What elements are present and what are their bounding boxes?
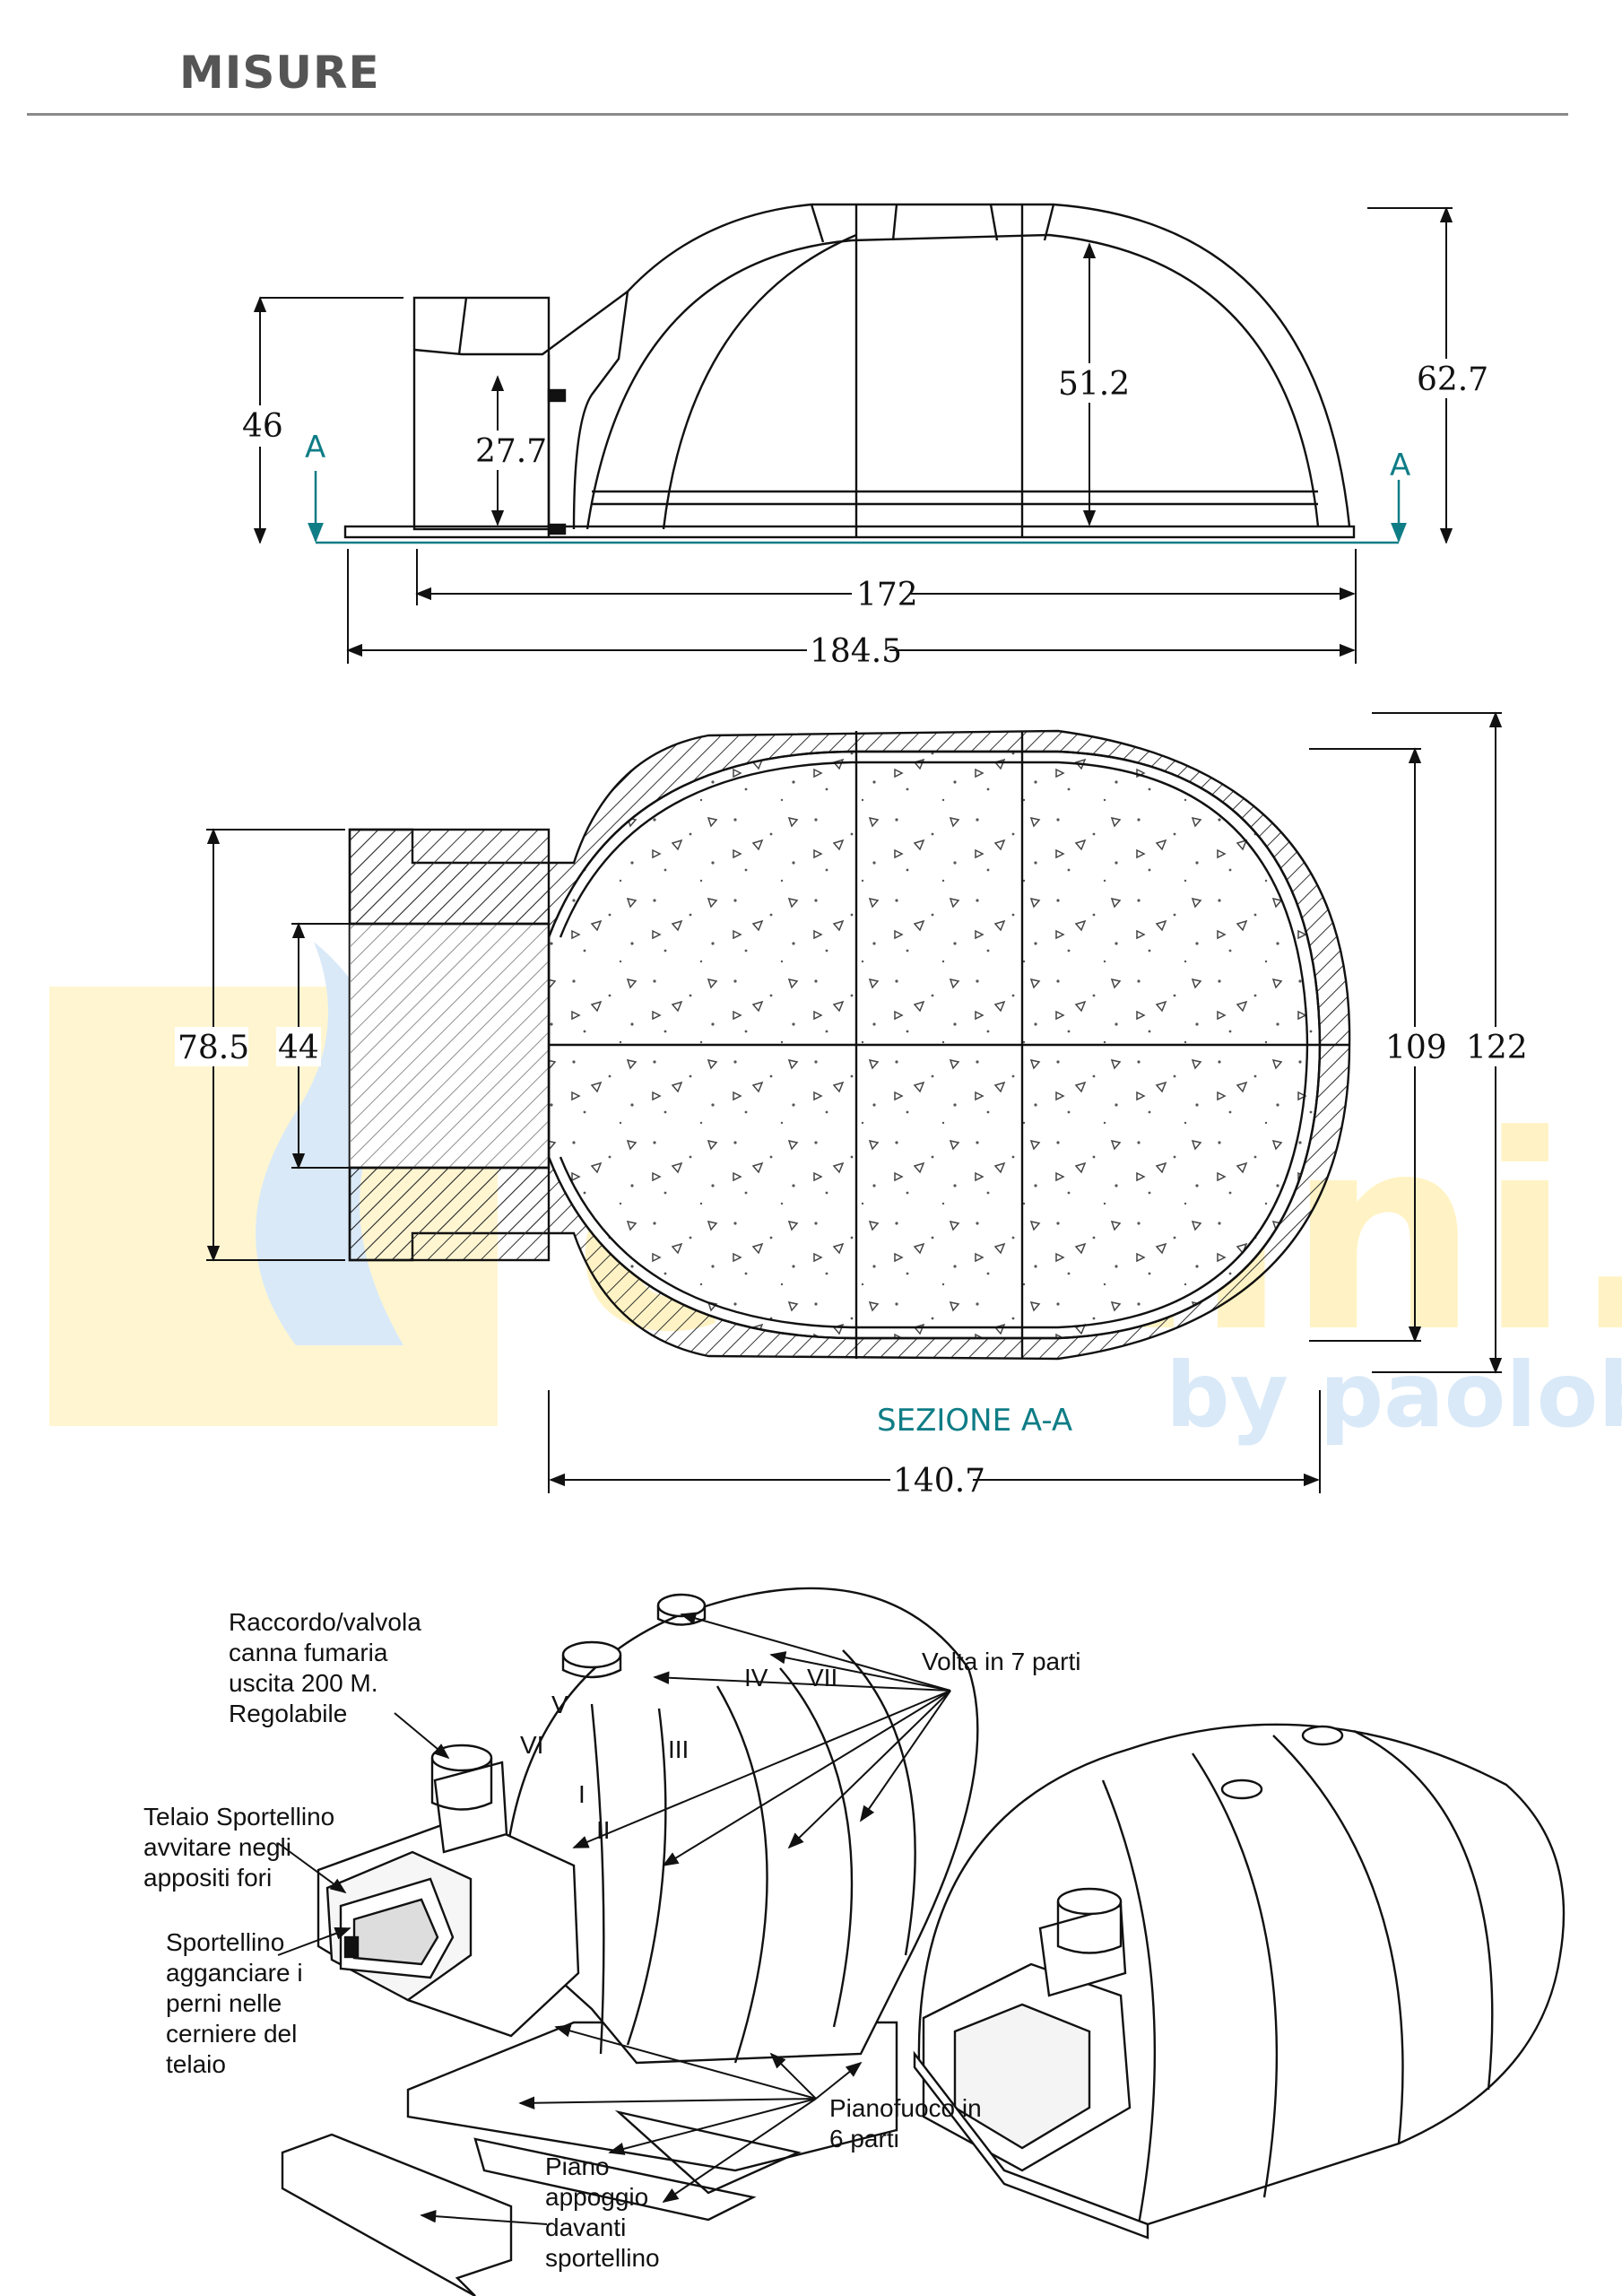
exploded-hearth-piece [473,2137,757,2222]
dim-front-height: 46 [242,408,283,445]
exploded-top-cap [656,1593,707,1618]
plan-labels: 78.5 44 109 122 SEZIONE A-A 140.7 [175,1027,1528,1500]
dim-total-height: 62.7 [1417,361,1488,398]
callout-leaders [277,1612,951,2225]
segment-mark: VII [807,1664,837,1692]
elevation-dome-inner [585,233,1320,530]
elevation-hood-edge [457,297,468,355]
callout-door-line: cerniere del [166,2020,297,2048]
callout-flue-line: Raccordo/valvola [229,1608,421,1636]
frame-callout: Telaio Sportellino avvitare negli apposi… [143,1803,334,1892]
callout-door-line: perni nelle [166,1989,282,2017]
segment-mark: VI [520,1731,543,1759]
dim-inner-height: 51.2 [1058,366,1130,403]
exploded-flue-collar [430,1744,493,1772]
callout-flue-line: Regolabile [229,1700,347,1727]
callout-frame-line: appositi fori [143,1864,272,1892]
dim-mouth-height: 27.7 [475,433,547,470]
vault-callout: Volta in 7 parti [922,1648,1080,1675]
elevation-base-slab [343,525,1356,539]
dim-mouth-width: 44 [278,1030,319,1066]
dim-total-length: 184.5 [810,633,902,670]
elevation-rib-1 [662,233,857,530]
callout-flue-line: canna fumaria [229,1639,388,1666]
page-title: MISURE [179,47,380,99]
section-mark-left: A [305,430,325,465]
assembled-flue-collar [1056,1887,1123,1916]
section-caption: SEZIONE A-A [877,1403,1072,1439]
exploded-front-plate [281,2133,513,2296]
elevation-mouth-hood [413,289,629,530]
dim-inner-width: 109 [1385,1030,1447,1066]
elevation-dome-outer [627,203,1351,527]
callout-door-line: telaio [166,2050,226,2078]
flue-callout: Raccordo/valvola canna fumaria uscita 20… [229,1608,421,1727]
dim-inner-length: 172 [856,577,918,613]
callout-door-line: agganciare i [166,1959,303,1987]
elevation-view [343,203,1356,539]
callout-frame-line: Telaio Sportellino [143,1803,334,1831]
segment-mark: III [668,1735,689,1763]
exploded-dome [500,1587,979,2065]
segment-mark: I [578,1780,585,1808]
exploded-vent-cap [561,1640,622,1669]
hearth-callout: Pianofuoco in 6 parti [829,2094,982,2152]
exploded-view [281,1587,979,2296]
elevation-mouth-frame [412,296,551,531]
segment-marks: I II III IV V VI VII [520,1664,837,1844]
elevation-vent-ring [810,204,1055,243]
door-callout: Sportellino agganciare i perni nelle cer… [166,1928,303,2078]
elevation-hinge-icon [547,388,567,403]
dim-plan-length: 140.7 [893,1463,985,1500]
dim-total-width: 122 [1466,1030,1528,1066]
header-divider [27,113,1568,116]
plan-view [348,729,1351,1361]
callout-flue-line: uscita 200 M. [229,1669,378,1697]
callout-door-line: Sportellino [166,1928,284,1956]
front-plate-callout: Piano appoggio davanti sportellino [545,2152,660,2272]
section-mark-right: A [1390,448,1410,483]
callout-hearth-line: 6 parti [829,2125,899,2152]
assembled-view [913,1723,1566,2239]
callout-frame-line: avvitare negli [143,1833,291,1861]
callout-vault: Volta in 7 parti [922,1648,1080,1675]
callout-front-plate-line: davanti [545,2213,626,2241]
dim-front-width: 78.5 [178,1030,249,1066]
segment-mark: V [551,1691,568,1718]
door-handle-icon [343,1935,360,1959]
segment-mark: IV [744,1664,768,1692]
assembled-top-cap [1301,1725,1344,1746]
elevation-labels: A A 46 27.7 51.2 62.7 172 184.5 [238,359,1488,670]
callout-front-plate-line: sportellino [545,2244,660,2272]
callout-front-plate-line: appoggio [545,2183,648,2211]
callout-front-plate-line: Piano [545,2152,610,2180]
watermark-byline: by paolobarzotti [1166,1343,1622,1448]
assembled-vent-cap [1220,1779,1263,1800]
elevation-hinge-icon [547,523,567,535]
segment-mark: II [596,1816,611,1844]
callout-hearth-line: Pianofuoco in [829,2094,982,2122]
